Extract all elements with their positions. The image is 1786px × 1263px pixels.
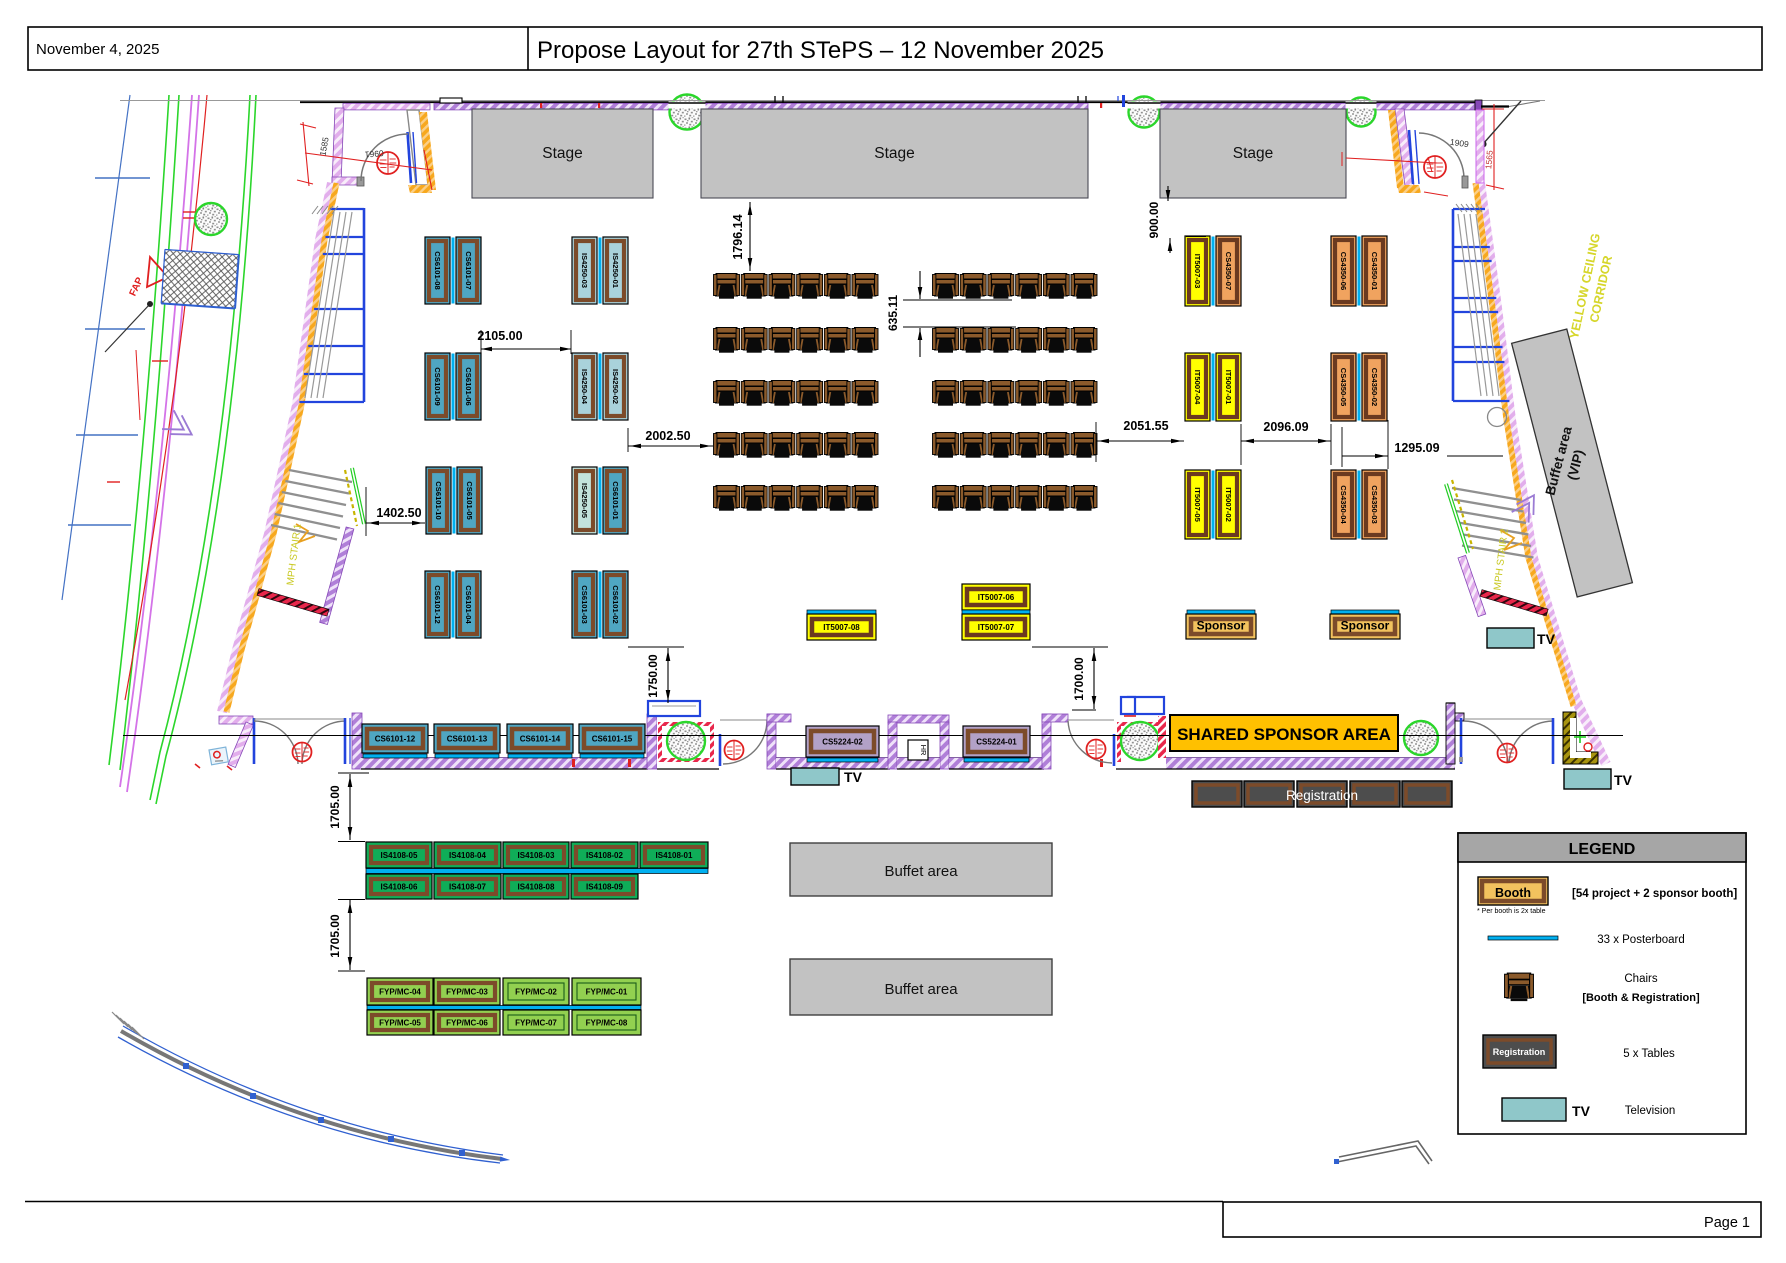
svg-text:IS4250-01: IS4250-01 <box>611 253 620 289</box>
svg-text:HR: HR <box>919 745 928 756</box>
svg-text:33 x Posterboard: 33 x Posterboard <box>1597 934 1685 946</box>
svg-text:CS5224-01: CS5224-01 <box>976 738 1017 747</box>
svg-text:CS4350-06: CS4350-06 <box>1339 252 1348 290</box>
svg-text:November 4, 2025: November 4, 2025 <box>36 41 159 58</box>
svg-text:CS4350-03: CS4350-03 <box>1370 485 1379 523</box>
svg-text:Chairs: Chairs <box>1624 973 1657 985</box>
svg-text:FYP/MC-04: FYP/MC-04 <box>379 988 421 997</box>
svg-text:CS4350-02: CS4350-02 <box>1370 368 1379 406</box>
svg-text:1705.00: 1705.00 <box>328 785 342 829</box>
svg-text:CS6101-12: CS6101-12 <box>375 735 416 744</box>
svg-text:CS6101-07: CS6101-07 <box>464 251 473 289</box>
svg-text:CS6101-10: CS6101-10 <box>434 481 443 519</box>
svg-text:Registration: Registration <box>1493 1047 1546 1057</box>
svg-text:CS5224-02: CS5224-02 <box>822 738 863 747</box>
svg-text:1700.00: 1700.00 <box>1072 657 1086 701</box>
svg-text:IT5007-07: IT5007-07 <box>978 623 1015 632</box>
svg-text:IS4108-04: IS4108-04 <box>449 851 486 860</box>
svg-text:Booth: Booth <box>1495 886 1531 900</box>
svg-text:CS4350-04: CS4350-04 <box>1339 485 1348 524</box>
svg-text:IS4108-03: IS4108-03 <box>518 851 555 860</box>
svg-text:[54 project + 2 sponsor boot: [54 project + 2 sponsor booth] <box>1572 888 1737 900</box>
svg-text:1796.14: 1796.14 <box>731 214 745 259</box>
svg-text:IS4108-02: IS4108-02 <box>586 851 623 860</box>
svg-text:CS6101-05: CS6101-05 <box>465 481 474 520</box>
svg-text:IS4108-01: IS4108-01 <box>656 851 693 860</box>
svg-text:FYP/MC-05: FYP/MC-05 <box>379 1019 421 1028</box>
svg-text:IS4250-04: IS4250-04 <box>580 369 589 405</box>
svg-text:900.00: 900.00 <box>1147 201 1161 238</box>
svg-text:CS6101-02: CS6101-02 <box>611 585 620 623</box>
svg-text:FYP/MC-01: FYP/MC-01 <box>586 988 628 997</box>
svg-text:IT5007-03: IT5007-03 <box>1193 254 1202 289</box>
svg-text:CS6101-15: CS6101-15 <box>592 735 633 744</box>
svg-text:IS4250-02: IS4250-02 <box>611 369 620 404</box>
svg-text:CS6101-12: CS6101-12 <box>433 585 442 623</box>
svg-text:CS6101-08: CS6101-08 <box>433 251 442 289</box>
svg-text:2105.00: 2105.00 <box>477 329 522 343</box>
svg-text:Sponsor: Sponsor <box>1197 619 1246 633</box>
svg-text:Page 1: Page 1 <box>1704 1215 1750 1231</box>
svg-text:CS6101-03: CS6101-03 <box>580 585 589 623</box>
svg-text:IT5007-05: IT5007-05 <box>1193 487 1202 522</box>
svg-text:CS6101-14: CS6101-14 <box>520 735 561 744</box>
svg-text:1909: 1909 <box>1449 137 1469 150</box>
svg-text:FYP/MC-07: FYP/MC-07 <box>515 1019 557 1028</box>
svg-text:CS4350-01: CS4350-01 <box>1370 252 1379 291</box>
svg-text:Buffet area: Buffet area <box>884 981 958 998</box>
svg-text:1585: 1585 <box>317 136 330 157</box>
svg-text:CS6101-01: CS6101-01 <box>611 481 620 520</box>
svg-text:Television: Television <box>1625 1105 1676 1117</box>
svg-text:FYP/MC-06: FYP/MC-06 <box>446 1019 488 1028</box>
svg-text:IS4108-05: IS4108-05 <box>381 851 418 860</box>
svg-text:CS6101-04: CS6101-04 <box>464 585 473 624</box>
svg-text:1565: 1565 <box>1483 150 1495 170</box>
svg-text:CS6101-06: CS6101-06 <box>464 367 473 405</box>
svg-text:Sponsor: Sponsor <box>1341 619 1390 633</box>
svg-text:CS6101-09: CS6101-09 <box>433 367 442 405</box>
svg-text:Propose Layout for 27th STePS: Propose Layout for 27th STePS – 12 Novem… <box>537 37 1104 64</box>
svg-text:CS4350-05: CS4350-05 <box>1339 368 1348 407</box>
svg-text:IS4250-03: IS4250-03 <box>580 253 589 288</box>
svg-text:IT5007-06: IT5007-06 <box>978 593 1015 602</box>
svg-text:1402.50: 1402.50 <box>376 506 421 520</box>
svg-text:1295.09: 1295.09 <box>1394 441 1439 455</box>
svg-text:IS4108-08: IS4108-08 <box>518 883 555 892</box>
svg-text:CS4350-07: CS4350-07 <box>1224 252 1233 290</box>
svg-text:* Per booth is 2x table: * Per booth is 2x table <box>1477 908 1546 915</box>
svg-text:FYP/MC-08: FYP/MC-08 <box>586 1019 628 1028</box>
svg-text:IT5007-08: IT5007-08 <box>823 623 860 632</box>
svg-text:IS4108-09: IS4108-09 <box>586 883 623 892</box>
svg-text:IS4108-06: IS4108-06 <box>381 883 418 892</box>
svg-text:FYP/MC-03: FYP/MC-03 <box>446 988 488 997</box>
svg-text:IS4108-07: IS4108-07 <box>449 883 486 892</box>
svg-text:LEGEND: LEGEND <box>1569 841 1636 858</box>
svg-text:635.11: 635.11 <box>886 295 900 331</box>
svg-text:IT5007-01: IT5007-01 <box>1224 370 1233 405</box>
svg-text:1750.00: 1750.00 <box>646 654 660 698</box>
svg-text:SHARED SPONSOR AREA: SHARED SPONSOR AREA <box>1177 725 1391 744</box>
svg-text:Stage: Stage <box>1233 145 1274 162</box>
svg-text:TV: TV <box>1537 631 1556 647</box>
svg-text:IS4250-05: IS4250-05 <box>580 483 589 519</box>
svg-text:(VIP): (VIP) <box>1565 448 1587 482</box>
svg-text:TV: TV <box>1614 772 1633 788</box>
svg-text:0961: 0961 <box>364 148 384 160</box>
svg-text:Registration: Registration <box>1286 788 1358 803</box>
svg-text:Stage: Stage <box>542 145 583 162</box>
svg-text:2096.09: 2096.09 <box>1263 420 1308 434</box>
svg-text:Stage: Stage <box>874 145 915 162</box>
svg-text:2051.55: 2051.55 <box>1123 419 1168 433</box>
svg-text:5 x Tables: 5 x Tables <box>1623 1048 1675 1060</box>
svg-text:CS6101-13: CS6101-13 <box>447 735 488 744</box>
svg-text:IT5007-04: IT5007-04 <box>1193 370 1202 405</box>
svg-text:IT5007-02: IT5007-02 <box>1224 487 1233 522</box>
svg-text:Buffet area: Buffet area <box>884 863 958 880</box>
svg-text:TV: TV <box>1572 1103 1591 1119</box>
svg-text:FYP/MC-02: FYP/MC-02 <box>515 988 557 997</box>
svg-text:1705.00: 1705.00 <box>328 914 342 958</box>
svg-text:[Booth & Registration]: [Booth & Registration] <box>1582 992 1700 1004</box>
svg-text:TV: TV <box>844 769 863 785</box>
svg-text:2002.50: 2002.50 <box>645 429 690 443</box>
